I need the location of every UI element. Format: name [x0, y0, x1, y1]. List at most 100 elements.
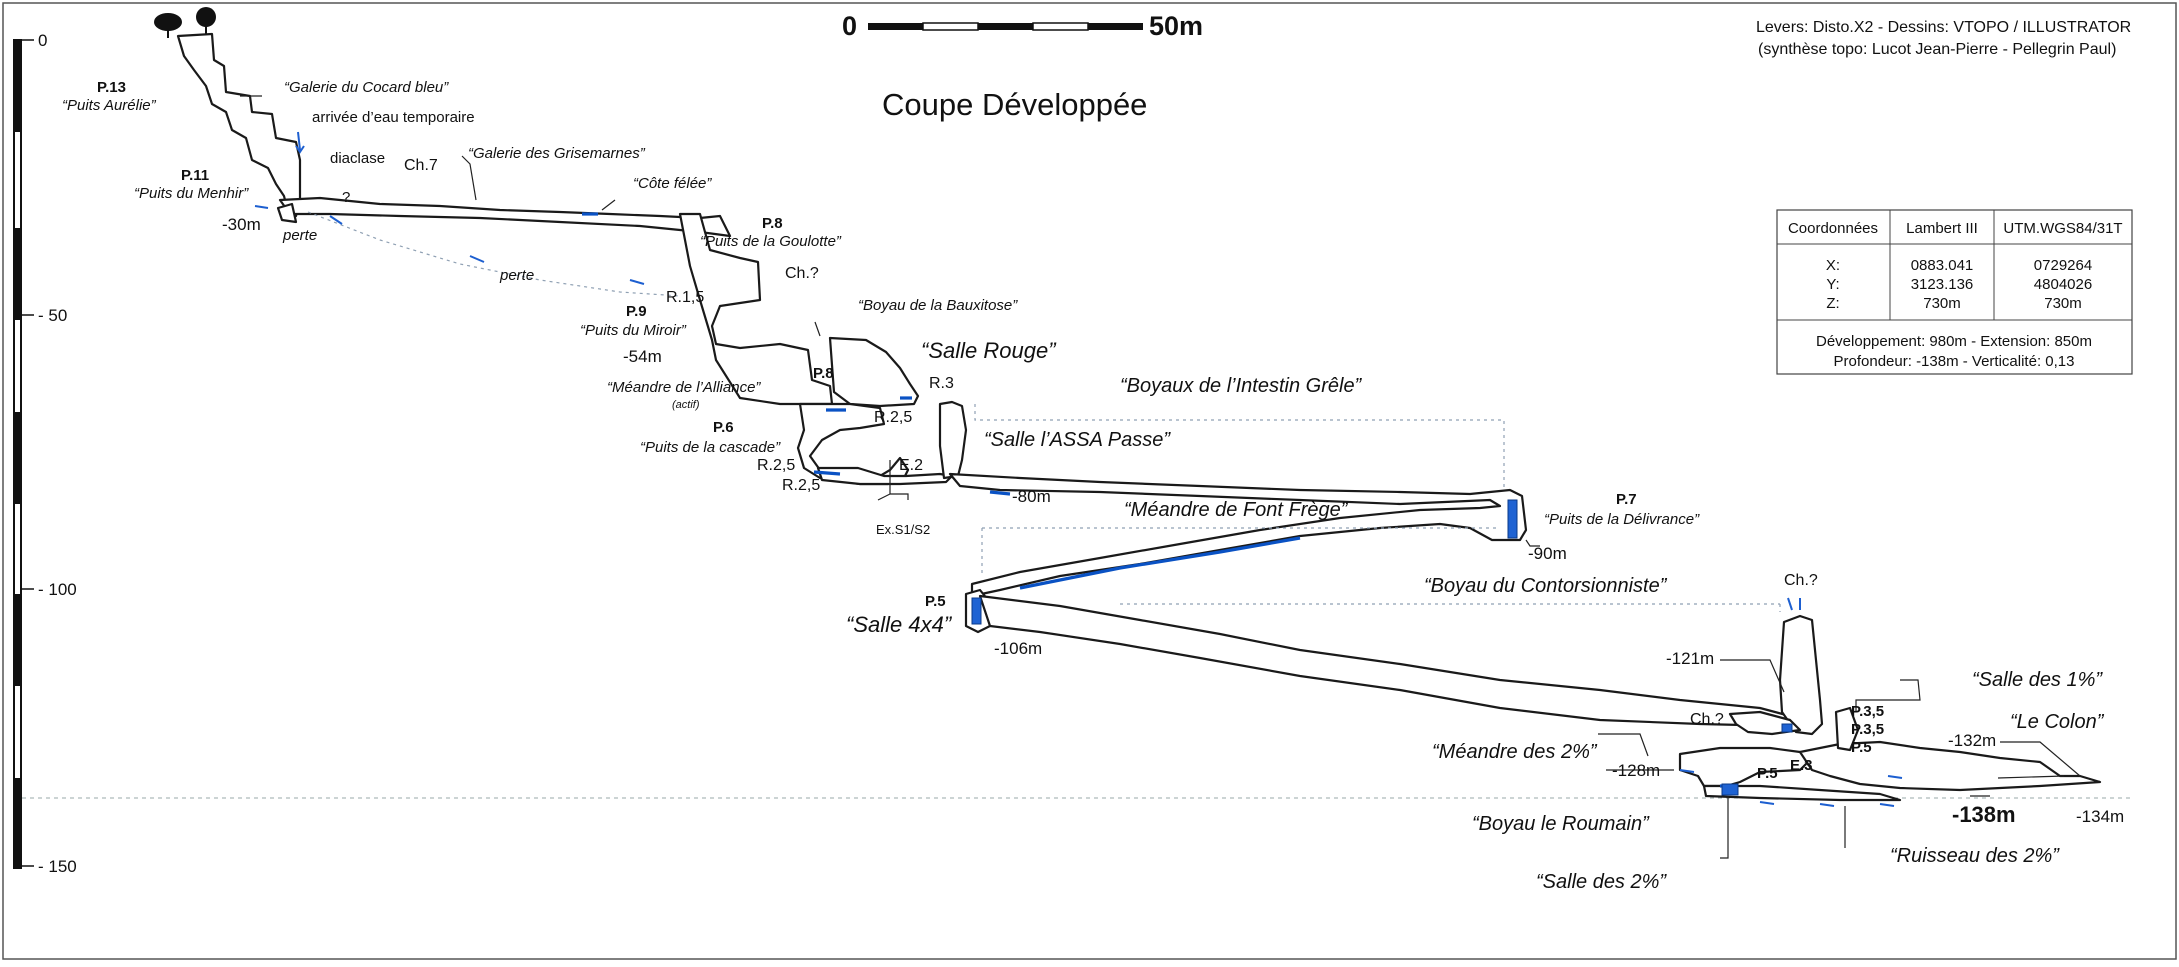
pitch-code: P.13	[97, 79, 126, 96]
water-chimney-base	[1781, 723, 1793, 733]
pitch-code: P.3,5	[1851, 721, 1884, 738]
passage-cascade	[816, 466, 954, 486]
feature-label: “Galerie des Grisemarnes”	[468, 145, 646, 162]
feature-label: (actif)	[672, 399, 700, 411]
leader-line	[1997, 775, 2065, 779]
depth-label: -80m	[1012, 487, 1051, 506]
feature-label: perte	[499, 267, 534, 284]
feature-label: “Méandre de l’Alliance”	[607, 379, 761, 396]
feature-labels: “Galerie du Cocard bleu” arrivée d’eau t…	[282, 79, 1818, 774]
scale-segment	[1032, 22, 1089, 31]
leader-line	[877, 460, 909, 501]
table-header: Lambert III	[1906, 220, 1978, 237]
pitch-code: P.3,5	[1851, 703, 1884, 720]
table-header: Coordonnées	[1788, 220, 1878, 237]
room-label: “Salle des 2%”	[1536, 871, 1667, 893]
depth-label: -132m	[1948, 731, 1996, 750]
room-labels: “Salle Rouge” “Boyaux de l’Intestin Grêl…	[846, 338, 2105, 893]
pitch-code: P.11	[181, 167, 209, 184]
passage-puits-menhir	[276, 202, 298, 224]
summary-line-1: Développement: 980m - Extension: 850m	[1816, 333, 2092, 350]
flow-arrow	[1787, 597, 1801, 611]
feature-label: Ch.?	[785, 265, 819, 282]
feature-label: ?	[342, 189, 350, 206]
water-trace	[307, 211, 681, 297]
feature-label: arrivée d’eau temporaire	[312, 109, 475, 126]
pitch-name: “Puits de la Délivrance”	[1544, 511, 1700, 528]
ruler-segment	[14, 412, 21, 504]
feature-label: “Boyau de la Bauxitose”	[858, 297, 1018, 314]
flow-arrow	[254, 205, 269, 209]
table-cell: Z:	[1826, 295, 1839, 312]
room-label: “Boyau le Roumain”	[1472, 813, 1650, 835]
axis-tick-label: - 100	[38, 580, 77, 599]
leader-line	[1525, 539, 1540, 547]
passage-salle-assa	[938, 400, 968, 480]
scale-segment	[868, 23, 923, 30]
pitch-code: P.8	[813, 365, 834, 382]
flow-arrow	[1887, 775, 1903, 779]
axis-tick-label: - 50	[38, 306, 67, 325]
pitch-code: P.8	[762, 215, 783, 232]
leader-lines	[240, 95, 2081, 859]
water-stream	[1019, 536, 1301, 590]
room-label: “Salle l’ASSA Passe”	[984, 429, 1171, 451]
passage-puits-goulotte	[678, 212, 834, 406]
feature-label: R.2,5	[782, 477, 820, 494]
pitch-code: P.5	[1757, 765, 1778, 782]
passage-meandre-alliance	[796, 402, 910, 486]
survey-link-intestin	[974, 404, 1505, 488]
leader-line	[1855, 679, 1921, 712]
feature-label: R.2,5	[757, 457, 795, 474]
summary-line-2: Profondeur: -138m - Verticalité: 0,13	[1834, 353, 2075, 370]
room-label: “Le Colon”	[2010, 711, 2105, 733]
depth-label: -128m	[1612, 761, 1660, 780]
feature-label: Ch.?	[1690, 711, 1724, 728]
water-salle-2pct	[1721, 783, 1739, 796]
ruler-segment	[14, 594, 21, 686]
pitch-name: “Puits du Miroir”	[580, 322, 687, 339]
water-salle-4x4	[971, 597, 982, 625]
feature-label: E.3	[1790, 757, 1813, 774]
depth-label: -30m	[222, 215, 261, 234]
depth-labels: -30m -54m -80m -90m -106m -121m -128m -1…	[222, 215, 2124, 827]
leader-line	[601, 199, 616, 211]
scale-start-label: 0	[842, 11, 857, 41]
room-label: “Boyaux de l’Intestin Grêle”	[1120, 375, 1363, 397]
feature-label: perte	[282, 227, 317, 244]
table-cell: 3123.136	[1911, 276, 1974, 293]
feature-label: “Côte félée”	[633, 175, 712, 192]
flow-arrow	[295, 131, 305, 154]
table-cell: 0883.041	[1911, 257, 1974, 274]
pitch-code: P.7	[1616, 491, 1637, 508]
feature-label: Ex.S1/S2	[876, 522, 930, 537]
depth-label: -106m	[994, 639, 1042, 658]
room-label: “Boyau du Contorsionniste”	[1424, 575, 1668, 597]
table-frame	[1776, 209, 2133, 375]
ruler-segment	[14, 40, 21, 132]
feature-label: Ch.7	[404, 157, 438, 174]
feature-label: Ch.?	[1784, 572, 1818, 589]
scale-segment	[1088, 23, 1143, 30]
passage-chimney	[1778, 614, 1824, 736]
leader-line	[1720, 796, 1729, 859]
flow-arrow	[1759, 801, 1775, 805]
axis-tick-label: - 150	[38, 857, 77, 876]
flow-arrow	[469, 255, 485, 263]
table-cell: 0729264	[2034, 257, 2092, 274]
table-cell: Y:	[1826, 276, 1839, 293]
scale-segment	[978, 23, 1033, 30]
pitch-name: “Puits de la cascade”	[640, 439, 781, 456]
water-pool	[989, 490, 1011, 496]
feature-label: diaclase	[330, 150, 385, 167]
scale-end-label: 50m	[1149, 11, 1203, 41]
table-cell: 4804026	[2034, 276, 2092, 293]
feature-label: E.2	[899, 457, 923, 474]
room-label: “Salle 4x4”	[846, 612, 953, 637]
pitch-code: P.9	[626, 303, 647, 320]
passage-meandre-font-frege	[948, 472, 1528, 598]
table-cell: X:	[1826, 257, 1840, 274]
pitch-code: P.5	[1851, 739, 1872, 756]
survey-link-contorsionniste	[1120, 603, 1781, 612]
